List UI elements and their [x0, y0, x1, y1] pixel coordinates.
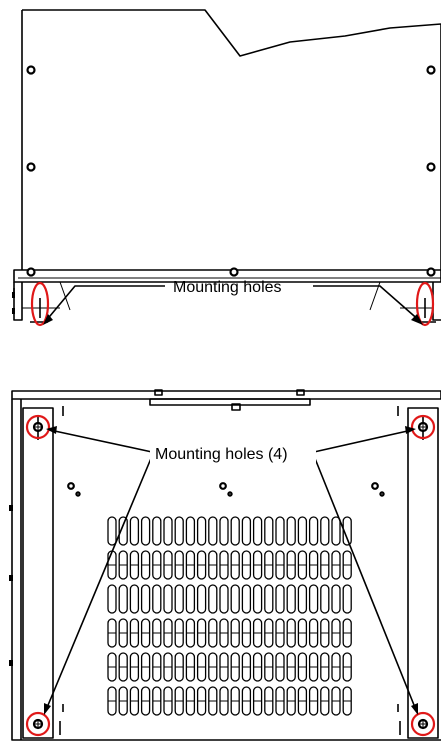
- bottom-callout-label: Mounting holes (4): [155, 446, 288, 463]
- vent-slot: [286, 584, 296, 614]
- vent-slot: [308, 584, 319, 614]
- ventilation-slots: [107, 516, 352, 716]
- bottom-view-frame: [11, 399, 441, 741]
- vent-slot: [219, 584, 229, 614]
- vent-slot: [174, 516, 184, 546]
- vent-slot: [230, 516, 240, 546]
- side-view-chassis-outline: [21, 9, 441, 270]
- vent-slot: [174, 584, 184, 614]
- vent-slot: [196, 516, 207, 546]
- vent-slot: [152, 516, 162, 546]
- vent-slot: [185, 516, 196, 546]
- vent-slot: [163, 584, 173, 614]
- vent-slot: [297, 584, 308, 614]
- side-hole-right-lower: [426, 267, 436, 277]
- vent-slot: [118, 516, 128, 546]
- bottom-highlight-bottom-left: [25, 711, 51, 737]
- vent-slot: [320, 584, 330, 614]
- vent-slot: [275, 516, 285, 546]
- side-hole-left-upper: [26, 65, 36, 75]
- vent-slot: [107, 584, 117, 614]
- vent-slot: [241, 516, 252, 546]
- vent-slot: [286, 516, 296, 546]
- vent-slot: [241, 584, 252, 614]
- side-highlight-left: [30, 281, 50, 327]
- bottom-highlight-top-left: [25, 414, 51, 440]
- side-hole-left-middle: [26, 162, 36, 172]
- right-mounting-strip: [407, 407, 439, 739]
- vent-slot: [140, 516, 151, 546]
- vent-slot: [107, 516, 117, 546]
- vent-slot: [230, 584, 240, 614]
- vent-slot: [129, 584, 140, 614]
- vent-slot: [140, 584, 151, 614]
- vent-slot: [331, 516, 341, 546]
- vent-slot: [252, 516, 263, 546]
- vent-slot: [252, 584, 263, 614]
- side-view-base-rail: [12, 269, 441, 323]
- vent-slot: [219, 516, 229, 546]
- side-hole-right-upper: [426, 65, 436, 75]
- side-callout-leaders: [43, 285, 423, 325]
- mounting-hole-bottom-left: [32, 718, 44, 730]
- bottom-highlight-bottom-right: [410, 711, 436, 737]
- side-hole-center: [229, 267, 239, 277]
- vent-slot: [342, 516, 352, 546]
- vent-slot: [208, 584, 218, 614]
- vent-slot: [342, 584, 352, 614]
- side-callout-label: Mounting holes: [173, 279, 282, 296]
- left-mounting-strip: [22, 407, 54, 739]
- vent-slot: [320, 516, 330, 546]
- bottom-highlight-top-right: [410, 414, 436, 440]
- side-hole-left-lower: [26, 267, 36, 277]
- mounting-hole-bottom-right: [417, 718, 429, 730]
- side-highlight-right: [415, 281, 435, 327]
- vent-slot: [308, 516, 319, 546]
- vent-slot: [264, 584, 274, 614]
- vent-slot: [264, 516, 274, 546]
- bottom-view-top-rail: [11, 389, 441, 411]
- bottom-view: Mounting holes (4): [9, 389, 441, 741]
- vent-slot: [196, 584, 207, 614]
- vent-slot: [331, 584, 341, 614]
- bottom-callout-leaders: [44, 426, 418, 715]
- vent-slot: [297, 516, 308, 546]
- vent-slot: [118, 584, 128, 614]
- vent-slot: [208, 516, 218, 546]
- vent-slot: [185, 584, 196, 614]
- vent-slot: [275, 584, 285, 614]
- vent-slot: [163, 516, 173, 546]
- side-view: Mounting holes: [12, 9, 441, 327]
- vent-slot: [129, 516, 140, 546]
- mounting-hole-top-right: [417, 421, 429, 433]
- mounting-hole-top-left: [32, 421, 44, 433]
- vent-slot: [152, 584, 162, 614]
- side-hole-right-middle: [426, 162, 436, 172]
